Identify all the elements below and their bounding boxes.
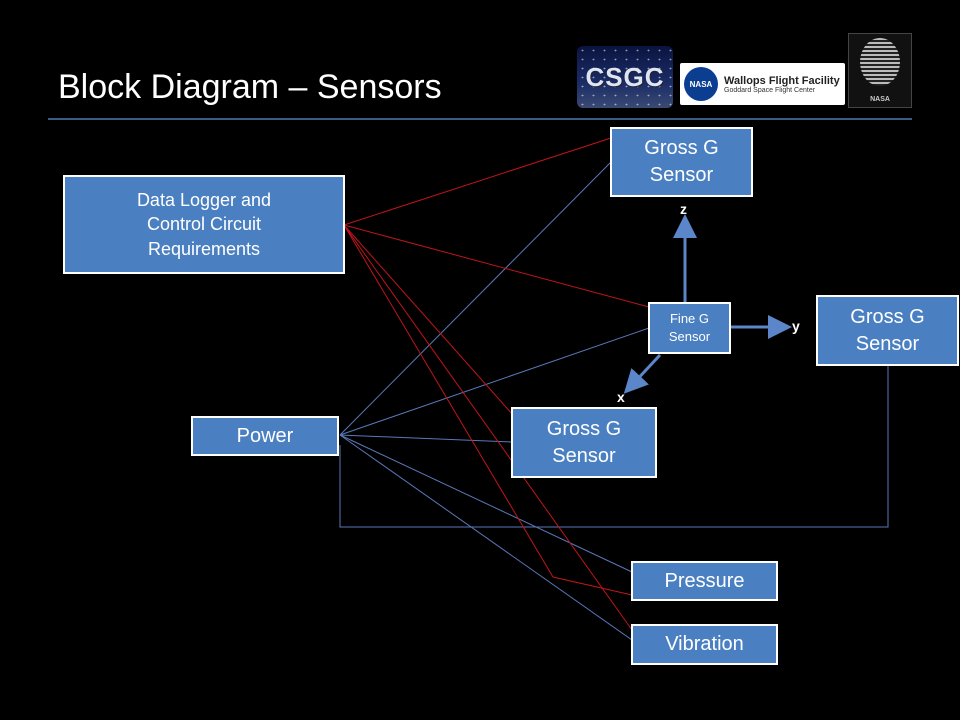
wallops-name: Wallops Flight Facility — [724, 74, 840, 87]
gross-g-sensor-mid-block: Gross G Sensor — [511, 407, 657, 478]
seal-emblem-icon — [860, 38, 900, 86]
gross-g-sensor-right-label: Gross G Sensor — [850, 305, 925, 355]
fine-g-sensor-label: Fine G Sensor — [668, 311, 711, 344]
gross-g-sensor-mid-label: Gross G Sensor — [546, 417, 622, 467]
college-seal-logo: NASA — [848, 33, 912, 108]
y-axis-label: y — [792, 318, 800, 334]
csgc-logo-text: CSGC — [585, 61, 665, 92]
fine-g-sensor-block: Fine G Sensor — [648, 302, 731, 354]
title-underline — [48, 118, 912, 120]
power-to-vibration-wire — [339, 434, 633, 641]
logger-to-vibration-wire — [343, 224, 633, 631]
gross-g-sensor-top-block: Gross G Sensor — [610, 127, 753, 197]
wallops-flight-facility-logo: NASA Wallops Flight Facility Goddard Spa… — [680, 63, 845, 105]
pressure-label: Pressure — [664, 569, 745, 592]
power-to-fine-g-wire — [339, 327, 650, 436]
vibration-block: Vibration — [631, 624, 778, 665]
logger-to-gross-g-mid-wire — [343, 224, 514, 416]
logger-to-pressure-wire — [343, 224, 633, 596]
goddard-name: Goddard Space Flight Center — [724, 86, 816, 94]
z-axis-label: z — [680, 201, 687, 217]
power-to-gross-g-mid-wire — [339, 434, 513, 443]
power-label: Power — [236, 424, 294, 447]
nasa-meatball-icon: NASA — [684, 67, 718, 101]
gross-g-sensor-top-label: Gross G Sensor — [644, 137, 719, 186]
power-to-pressure-wire — [339, 434, 633, 573]
data-logger-label: Data Logger and Control Circuit Requirem… — [136, 190, 272, 259]
slide-title: Block Diagram – Sensors — [58, 68, 442, 106]
power-to-gross-g-top-wire — [339, 161, 612, 436]
logger-to-gross-g-top-wire — [343, 137, 612, 226]
data-logger-block: Data Logger and Control Circuit Requirem… — [63, 175, 345, 274]
power-block: Power — [191, 416, 339, 456]
gross-g-sensor-right-block: Gross G Sensor — [816, 295, 959, 366]
x-axis-label: x — [617, 389, 625, 405]
vibration-label: Vibration — [665, 633, 744, 655]
logger-to-fine-g-wire — [343, 224, 650, 308]
power-to-gross-g-right-wire — [339, 366, 889, 528]
seal-label: NASA — [870, 96, 890, 103]
csgc-logo: CSGC — [577, 46, 673, 108]
x-axis-arrow — [623, 353, 662, 394]
pressure-block: Pressure — [631, 561, 778, 601]
